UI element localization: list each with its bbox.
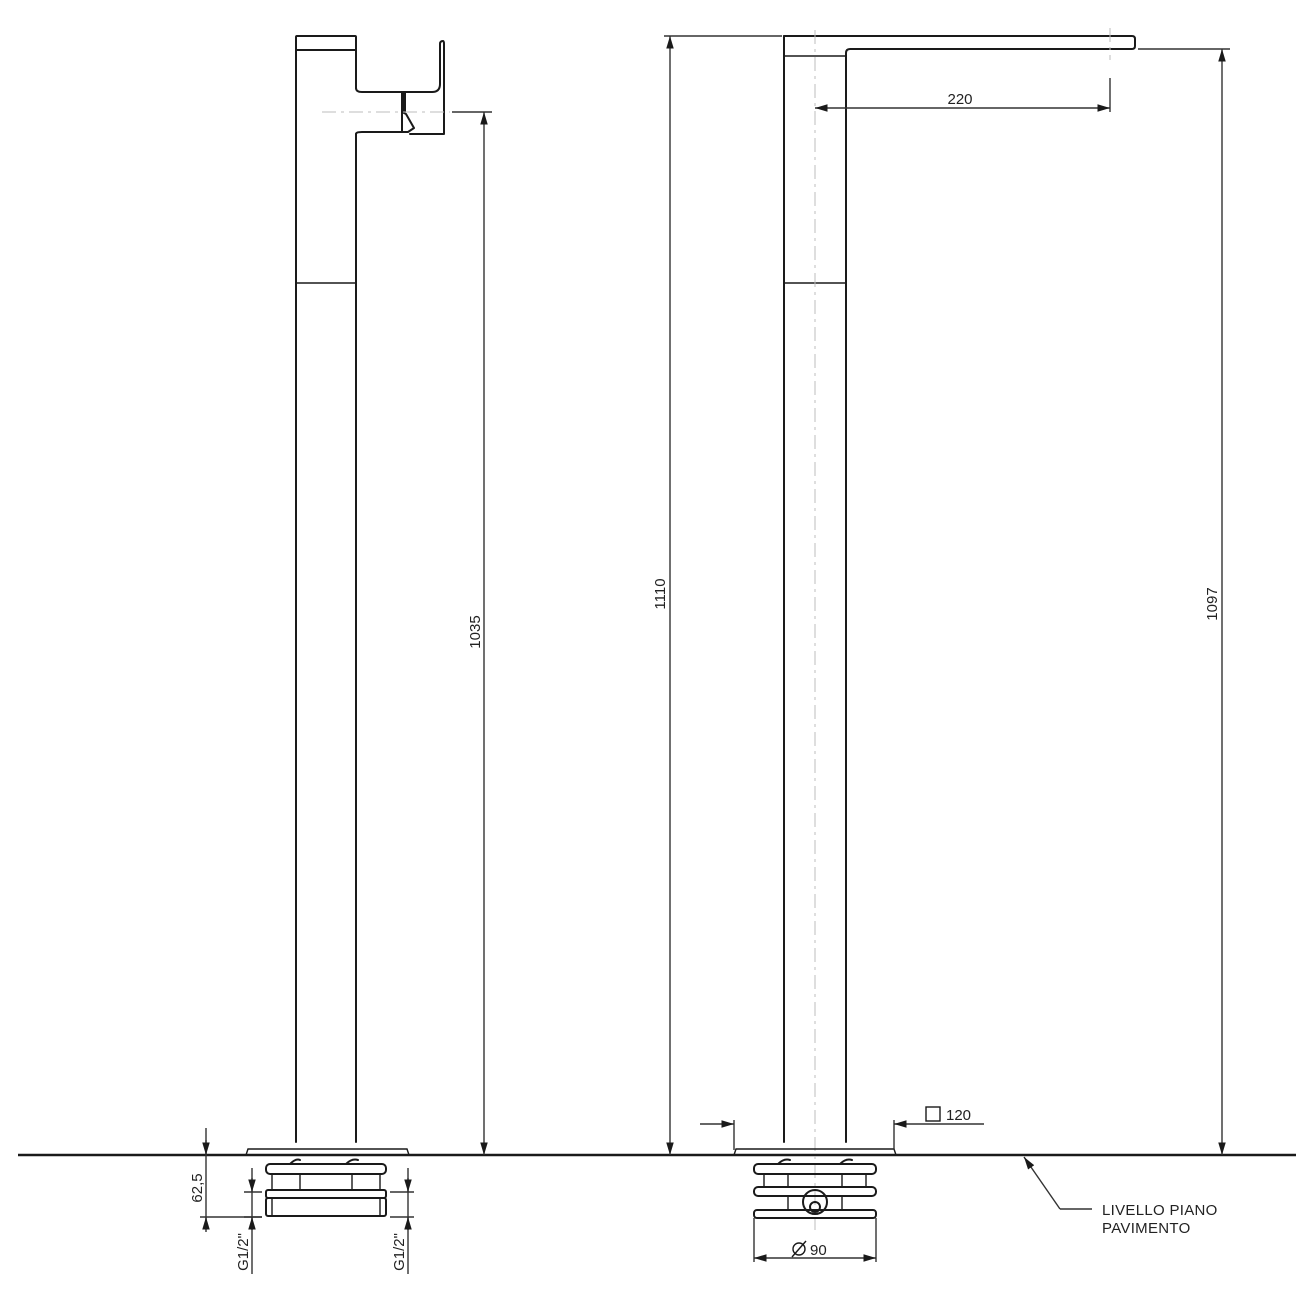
dim-1097: 1097 bbox=[1204, 587, 1221, 620]
floor-label-line2: PAVIMENTO bbox=[1102, 1220, 1191, 1237]
dim-1035: 1035 bbox=[467, 615, 484, 648]
floor-label-line1: LIVELLO PIANO bbox=[1102, 1202, 1218, 1219]
square-symbol bbox=[925, 1106, 941, 1122]
side-view: 1035 62,5 G1/2" G1/2" bbox=[189, 35, 492, 1274]
diameter-symbol bbox=[791, 1240, 807, 1258]
dim-62-5: 62,5 bbox=[189, 1173, 206, 1202]
dim-90: 90 bbox=[810, 1242, 827, 1259]
front-view: 220 1110 1097 120 bbox=[652, 28, 1230, 1262]
dim-thread-right: G1/2" bbox=[391, 1233, 408, 1271]
dim-thread-left: G1/2" bbox=[235, 1233, 252, 1271]
dim-1110: 1110 bbox=[652, 578, 669, 609]
dim-120: 120 bbox=[946, 1107, 971, 1124]
dim-220: 220 bbox=[947, 91, 972, 108]
floor-level-callout: LIVELLO PIANO PAVIMENTO bbox=[1023, 1156, 1218, 1237]
